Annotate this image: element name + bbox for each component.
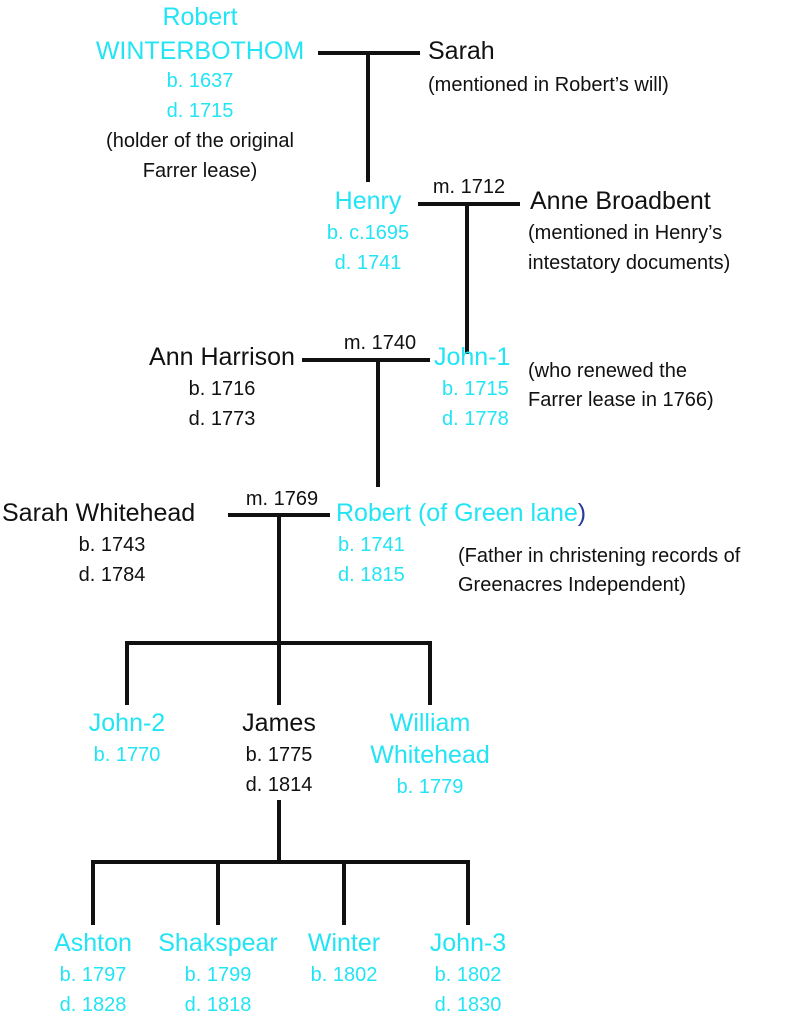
birth-date: b. c.1695 [326, 222, 410, 244]
child-line-shakspear [216, 860, 220, 925]
death-date: d. 1773 [188, 408, 256, 430]
descent-line-henry [366, 51, 370, 182]
child-line-william [428, 641, 432, 705]
person-name-anne-broadbent: Anne Broadbent [530, 187, 711, 215]
death-date: d. 1784 [78, 564, 146, 586]
marriage-date: m. 1712 [432, 176, 506, 198]
closing-paren: ) [577, 499, 587, 527]
person-name-winter: Winter [307, 929, 381, 957]
birth-date: b. 1802 [434, 964, 502, 986]
person-name-whitehead: Whitehead [370, 741, 490, 769]
person-name-shakspear: Shakspear [158, 929, 278, 957]
child-line-winter [342, 860, 346, 925]
descent-line-children [277, 513, 281, 645]
child-line-john2 [125, 641, 129, 705]
birth-date: b. 1779 [396, 776, 464, 798]
person-name-sarah-whitehead: Sarah Whitehead [2, 499, 196, 527]
child-line-james [277, 641, 281, 705]
descent-line-robert-gl [376, 358, 380, 487]
birth-date: b. 1743 [78, 534, 146, 556]
note: (who renewed the [528, 360, 687, 382]
birth-date: b. 1802 [310, 964, 378, 986]
death-date: d. 1814 [245, 774, 313, 796]
person-name-james: James [242, 709, 316, 737]
person-name-william: William [389, 709, 471, 737]
birth-date: b. 1715 [442, 378, 509, 400]
marriage-line-ann-john1 [302, 358, 430, 362]
person-name-sarah: Sarah [428, 37, 495, 65]
sibling-bar-generation-6 [91, 860, 470, 864]
note: (mentioned in Henry’s [528, 222, 723, 244]
note: (mentioned in Robert’s will) [428, 74, 669, 96]
note: intestatory documents) [528, 252, 731, 274]
birth-date: b. 1799 [184, 964, 252, 986]
person-name-robert-winterbothom-surname: WINTERBOTHOM [95, 37, 305, 65]
birth-date: b. 1797 [59, 964, 127, 986]
person-name-ashton: Ashton [54, 929, 132, 957]
child-line-john3 [466, 860, 470, 925]
birth-date: b. 1716 [188, 378, 256, 400]
descent-line-john1 [465, 202, 469, 354]
death-date: d. 1715 [166, 100, 234, 122]
birth-date: b. 1775 [245, 744, 313, 766]
birth-date: b. 1637 [166, 70, 234, 92]
note: (Father in christening records of [458, 545, 741, 567]
note: (holder of the original [106, 130, 294, 152]
marriage-date: m. 1740 [343, 332, 417, 354]
person-name-henry: Henry [334, 187, 402, 215]
note: Farrer lease in 1766) [528, 389, 714, 411]
person-name-robert-winterbothom-first: Robert [162, 3, 238, 31]
child-line-ashton [91, 860, 95, 925]
death-date: d. 1815 [338, 564, 405, 586]
death-date: d. 1830 [434, 994, 502, 1016]
birth-date: b. 1770 [93, 744, 161, 766]
death-date: d. 1778 [442, 408, 509, 430]
marriage-date: m. 1769 [245, 488, 319, 510]
marriage-line-henry-anne [418, 202, 520, 206]
death-date: d. 1828 [59, 994, 127, 1016]
person-name-robert-of-green-lane: Robert (of Green lane) [336, 498, 586, 528]
person-name-john-3: John-3 [429, 929, 507, 957]
birth-date: b. 1741 [338, 534, 405, 556]
person-name-john-1: John-1 [434, 343, 511, 371]
death-date: d. 1741 [334, 252, 402, 274]
death-date: d. 1818 [184, 994, 252, 1016]
note: Farrer lease) [142, 160, 258, 182]
person-name-ann-harrison: Ann Harrison [149, 343, 295, 371]
descent-line-james-children [277, 800, 281, 862]
name-text: Robert (of Green lane [336, 499, 578, 527]
note: Greenacres Independent) [458, 574, 686, 596]
person-name-john-2: John-2 [88, 709, 166, 737]
